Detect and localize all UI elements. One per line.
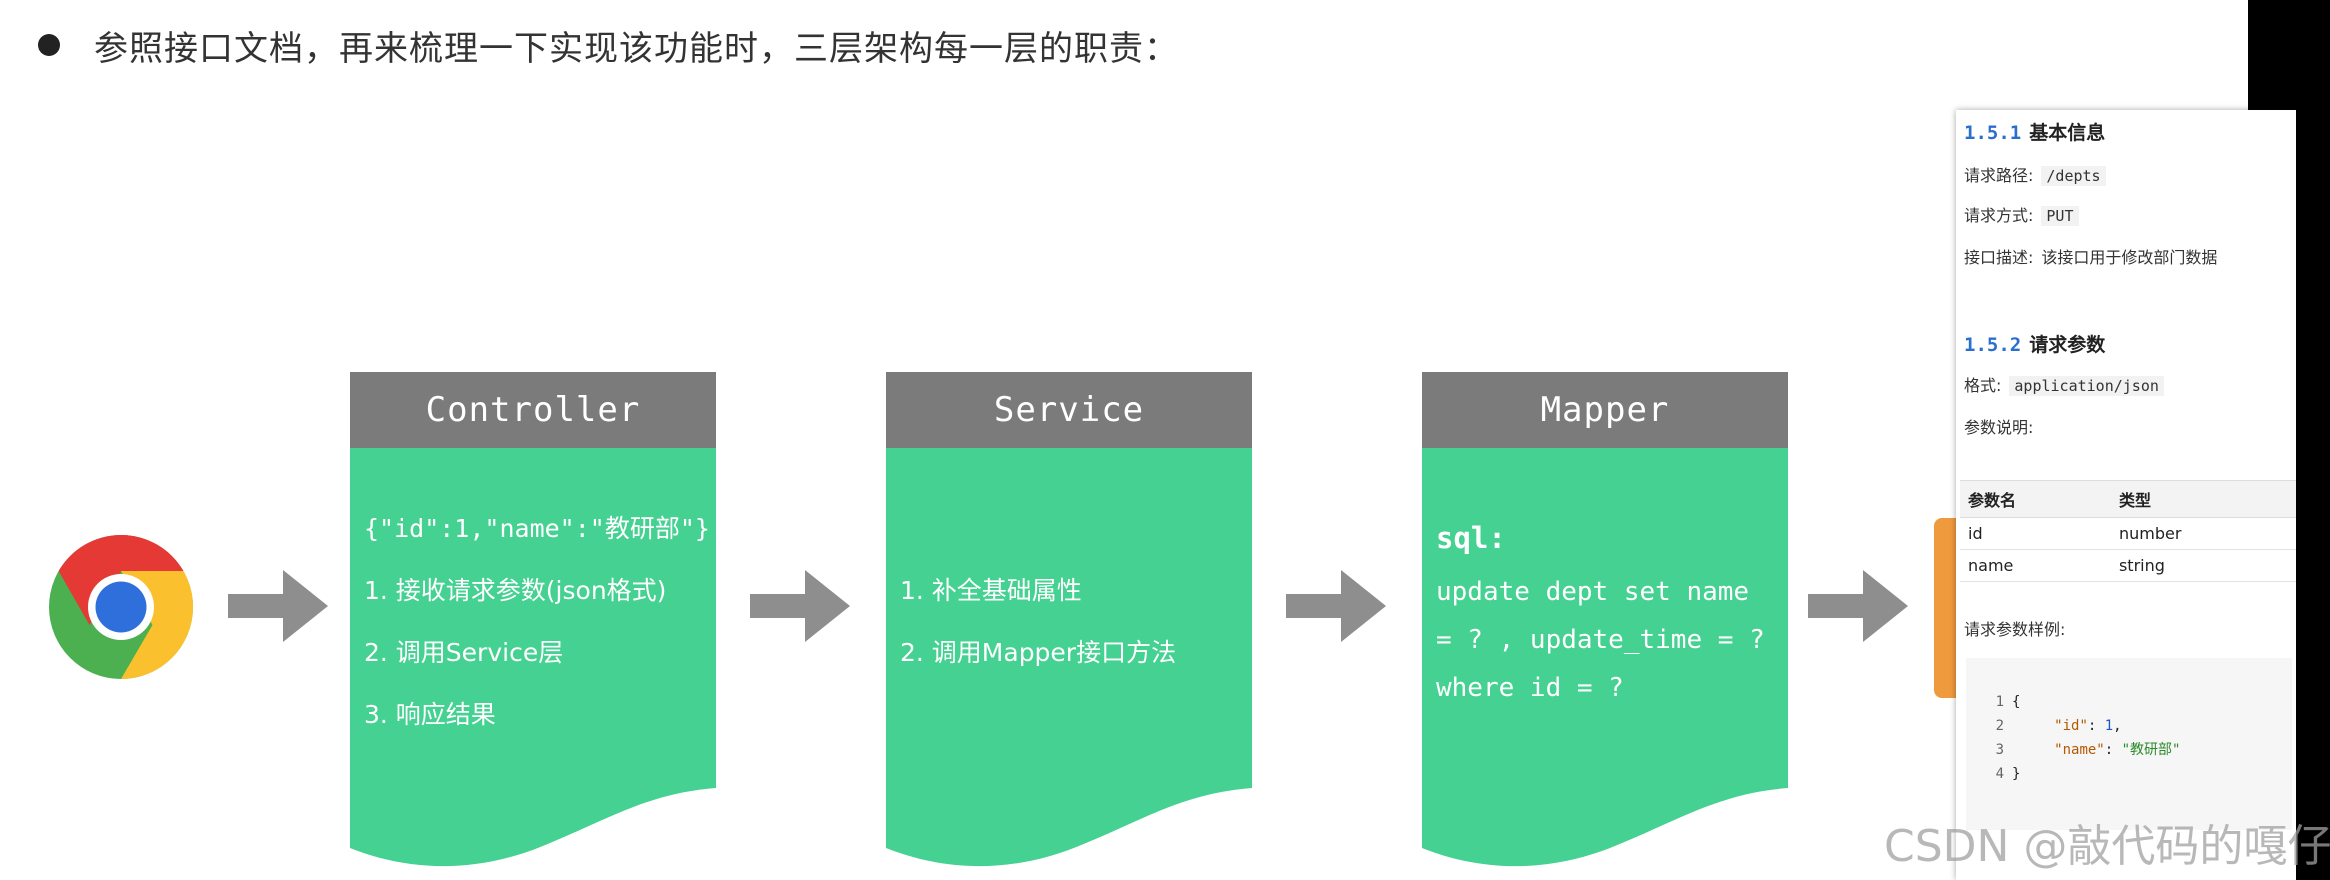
params-heading: 1.5.2 请求参数 [1964, 330, 2105, 357]
example-label: 请求参数样例: [1964, 620, 2066, 639]
mapper-sql-label: sql: [1436, 521, 1506, 555]
page-heading: 参照接口文档，再来梳理一下实现该功能时，三层架构每一层的职责： [38, 20, 1179, 70]
basic-info-heading: 1.5.1 基本信息 [1964, 118, 2105, 145]
mapper-title: Mapper [1422, 372, 1788, 448]
controller-items: {"id":1,"name":"教研部"} 1. 接收请求参数(json格式) … [364, 498, 714, 746]
param-type-cell: number [2110, 517, 2296, 550]
watermark: CSDN @敲代码的嘎仔 [1884, 821, 2330, 872]
code-line: 2 "id": 1, [1995, 718, 2122, 734]
code-line: 4} [1995, 766, 2021, 782]
service-card: Service 1. 补全基础属性 2. 调用Mapper接口方法 [886, 372, 1252, 872]
request-path-value: /depts [2041, 166, 2106, 186]
service-step-2: 2. 调用Mapper接口方法 [900, 638, 1177, 667]
code-line: 1{ [1995, 694, 2021, 710]
api-desc-value: 该接口用于修改部门数据 [2041, 248, 2218, 267]
request-method-label: 请求方式: [1964, 206, 2034, 225]
service-body [886, 448, 1252, 867]
request-method-row: 请求方式: PUT [1964, 202, 2079, 226]
api-desc-label: 接口描述: [1964, 248, 2034, 267]
mapper-body [1422, 448, 1788, 867]
arrow-right-icon [228, 570, 328, 642]
params-number: 1.5.2 [1964, 334, 2022, 356]
format-label: 格式: [1964, 376, 2002, 395]
column-param-name: 参数名 [1960, 480, 2111, 518]
params-title: 请求参数 [2029, 334, 2106, 356]
example-code-block: 1{ 2 "id": 1, 3 "name": "教研部" 4} [1966, 658, 2292, 830]
mapper-card: Mapper sql: update dept set name = ? , u… [1422, 372, 1788, 872]
params-table: 参数名 类型 id number name string [1960, 480, 2296, 582]
heading-text: 参照接口文档，再来梳理一下实现该功能时，三层架构每一层的职责： [94, 28, 1179, 69]
params-table-header: 参数名 类型 [1960, 480, 2296, 518]
param-name-cell: name [1960, 549, 2111, 582]
arrow-right-icon [750, 570, 850, 642]
controller-body [350, 448, 716, 867]
table-row: id number [1960, 517, 2296, 550]
basic-info-number: 1.5.1 [1964, 122, 2022, 144]
mapper-sql-line-2: = ? , update_time = ? [1436, 625, 1765, 655]
mapper-sql-line-3: where id = ? [1436, 673, 1624, 703]
param-name-cell: id [1960, 517, 2111, 550]
service-step-1: 1. 补全基础属性 [900, 576, 1082, 605]
request-path-row: 请求路径: /depts [1964, 162, 2106, 186]
orange-box-peek [1934, 518, 1958, 698]
format-row: 格式: application/json [1964, 372, 2164, 396]
controller-step-3: 3. 响应结果 [364, 700, 496, 729]
column-param-type: 类型 [2110, 480, 2296, 518]
controller-card: Controller {"id":1,"name":"教研部"} 1. 接收请求… [350, 372, 716, 872]
chrome-browser-icon [49, 535, 194, 679]
mapper-sql-line-1: update dept set name [1436, 577, 1750, 607]
table-row: name string [1960, 549, 2296, 582]
format-value: application/json [2009, 376, 2164, 396]
arrow-right-icon [1286, 570, 1386, 642]
api-desc-row: 接口描述: 该接口用于修改部门数据 [1964, 244, 2217, 268]
service-items: 1. 补全基础属性 2. 调用Mapper接口方法 [900, 560, 1250, 684]
controller-json-sample: {"id":1,"name":"教研部"} [364, 514, 710, 543]
service-title: Service [886, 372, 1252, 448]
mapper-items: sql: update dept set name = ? , update_t… [1436, 508, 1786, 712]
bullet-dot-icon [38, 34, 60, 56]
api-doc-panel: 1.5.1 基本信息 请求路径: /depts 请求方式: PUT 接口描述: 该接口用… [1956, 110, 2296, 880]
controller-step-1: 1. 接收请求参数(json格式) [364, 576, 667, 605]
params-explain-label: 参数说明: [1964, 418, 2034, 437]
controller-step-2: 2. 调用Service层 [364, 638, 564, 667]
arrow-right-icon [1808, 570, 1908, 642]
controller-title: Controller [350, 372, 716, 448]
request-path-label: 请求路径: [1964, 166, 2034, 185]
request-method-value: PUT [2041, 206, 2079, 226]
code-line: 3 "name": "教研部" [1995, 742, 2181, 758]
basic-info-title: 基本信息 [2029, 122, 2106, 144]
param-type-cell: string [2110, 549, 2296, 582]
